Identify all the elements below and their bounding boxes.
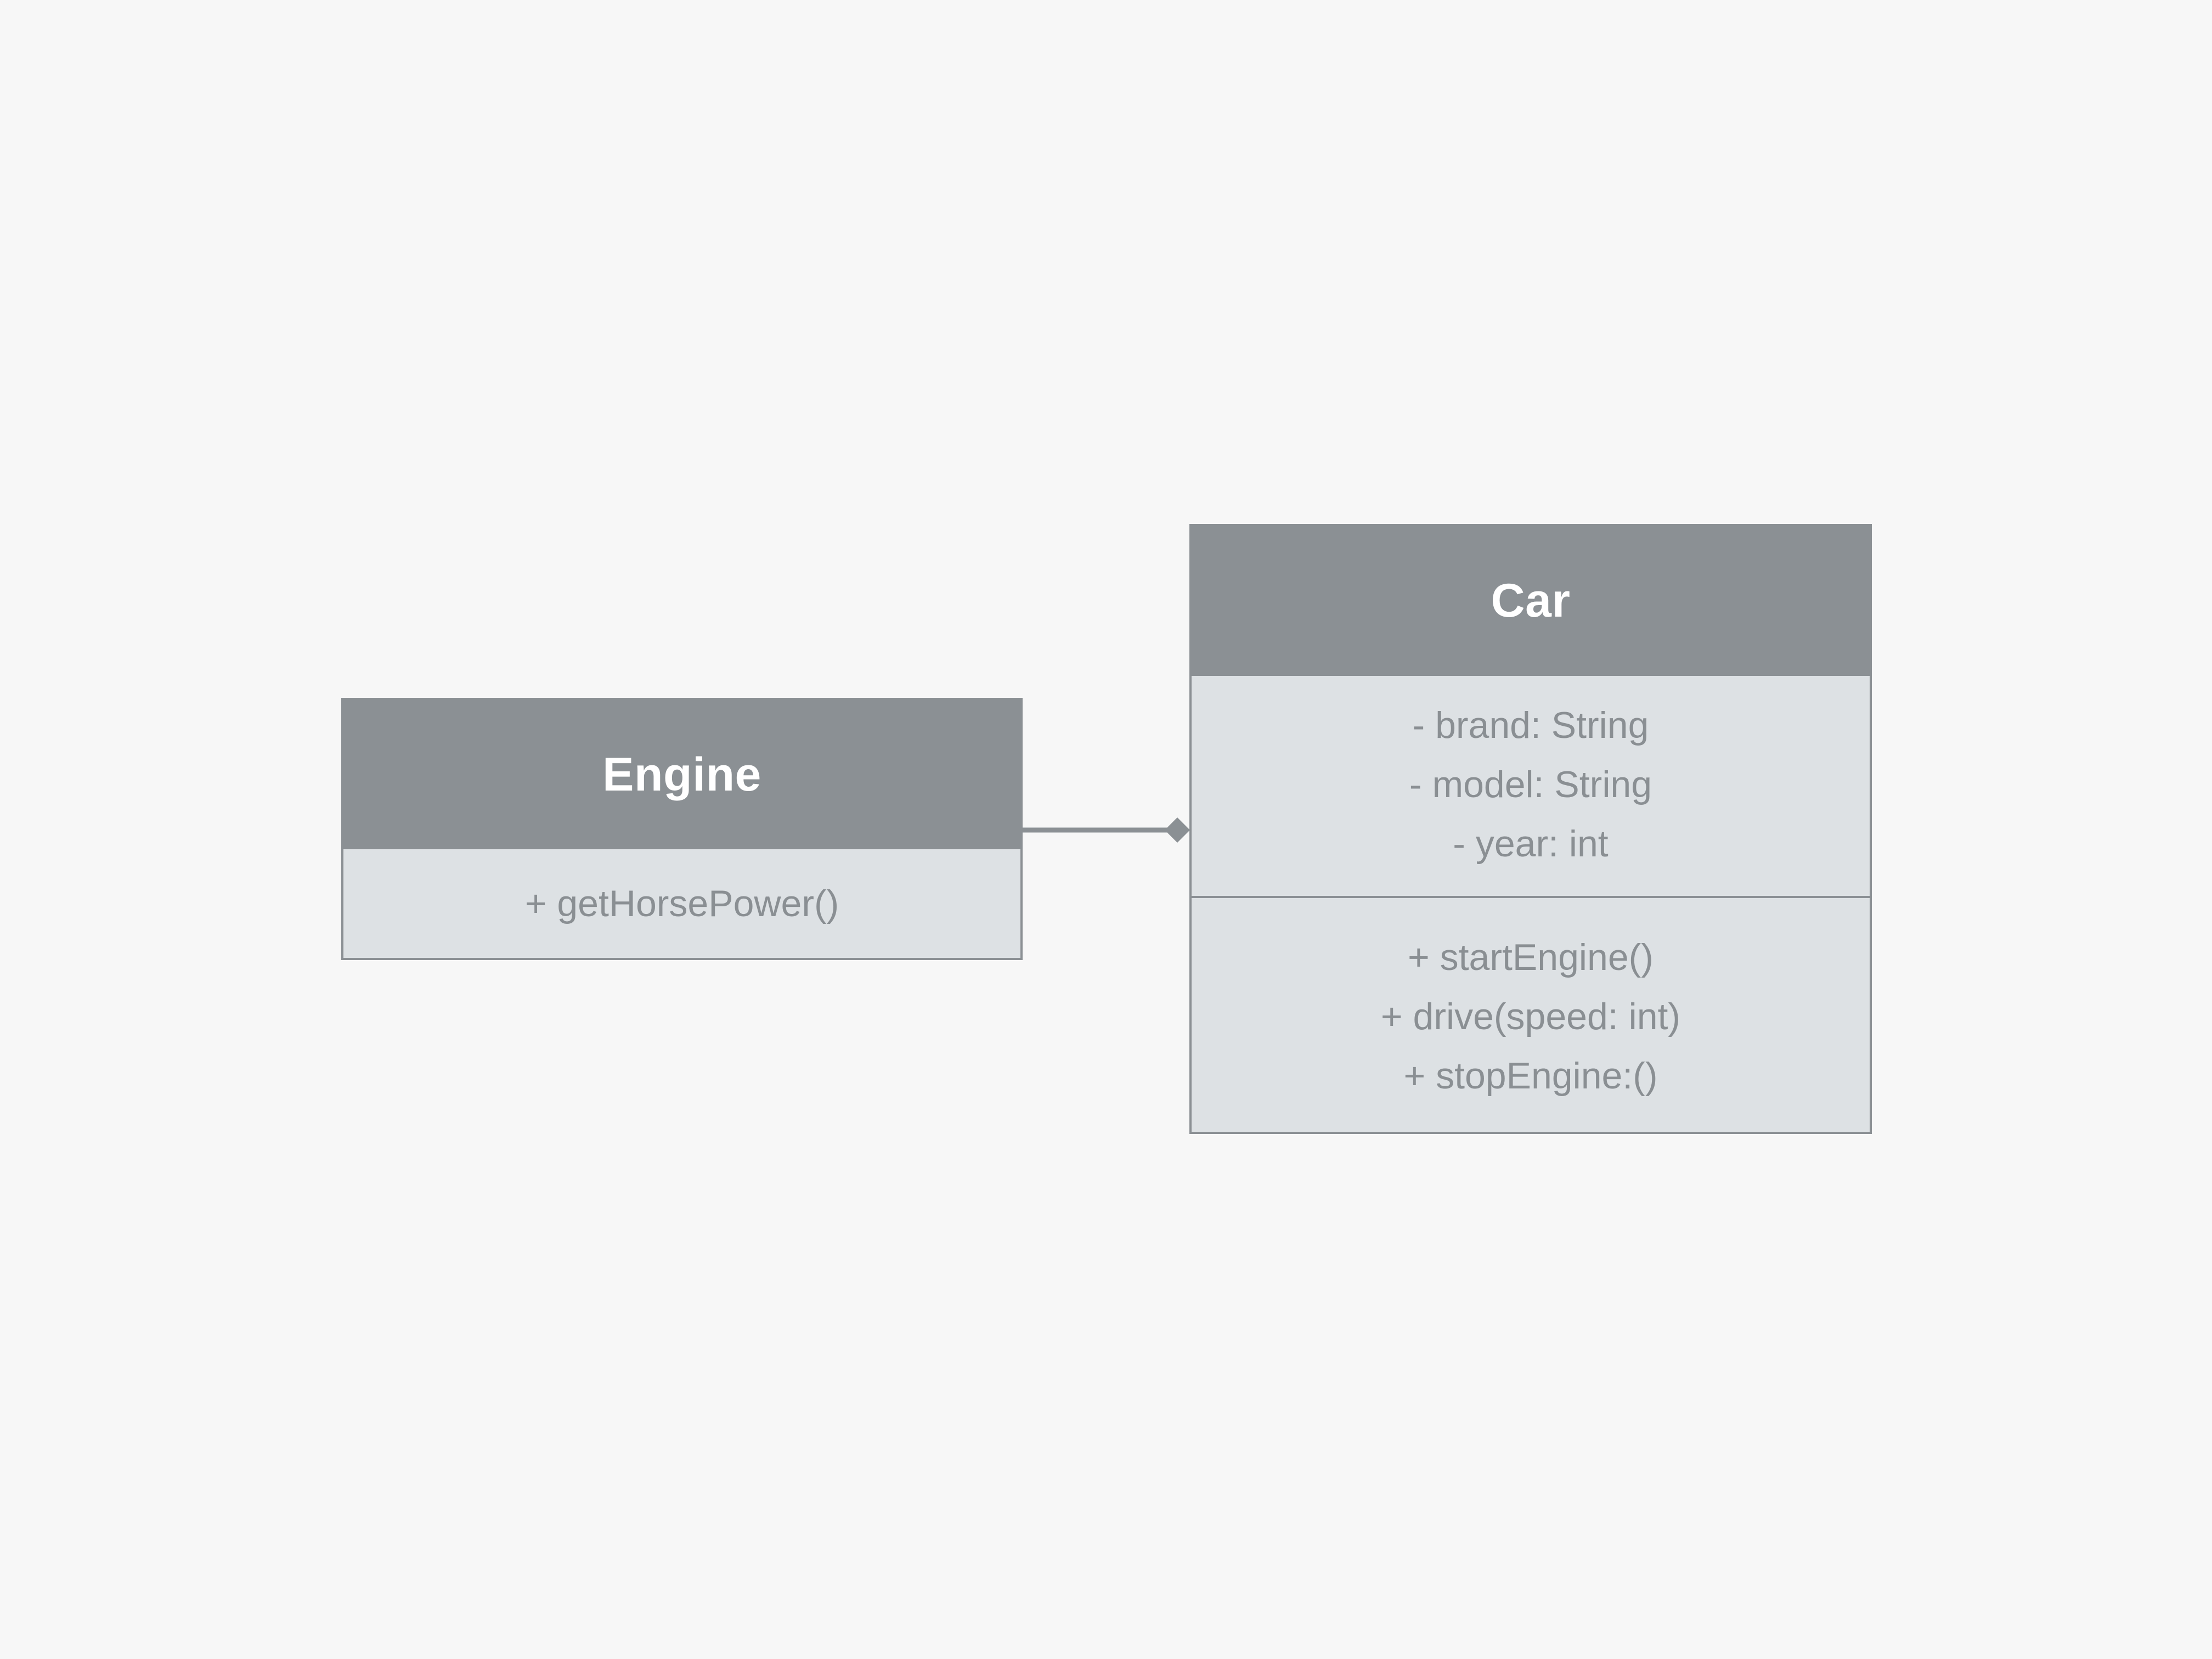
uml-method-item: + drive(speed: int) xyxy=(1380,995,1681,1037)
uml-class-engine-title: Engine xyxy=(343,700,1020,849)
filled-diamond-icon xyxy=(1165,817,1190,843)
uml-attribute-item: - year: int xyxy=(1453,822,1609,865)
uml-class-engine-methods: + getHorsePower() xyxy=(343,849,1020,958)
uml-class-car[interactable]: Car - brand: String - model: String - ye… xyxy=(1189,524,1872,1134)
composition-connector-svg xyxy=(1022,817,1190,843)
uml-class-car-attributes: - brand: String - model: String - year: … xyxy=(1192,676,1870,896)
uml-class-car-title: Car xyxy=(1192,526,1870,676)
uml-method-item: + getHorsePower() xyxy=(524,883,839,924)
uml-class-engine[interactable]: Engine + getHorsePower() xyxy=(341,698,1023,960)
uml-attribute-item: - brand: String xyxy=(1412,704,1649,746)
uml-attribute-item: - model: String xyxy=(1409,763,1652,805)
uml-method-item: + startEngine() xyxy=(1408,936,1654,978)
relationship-composition-car-engine[interactable] xyxy=(1022,815,1192,845)
uml-method-item: + stopEngine:() xyxy=(1403,1054,1658,1097)
uml-class-car-methods: + startEngine() + drive(speed: int) + st… xyxy=(1192,896,1870,1137)
